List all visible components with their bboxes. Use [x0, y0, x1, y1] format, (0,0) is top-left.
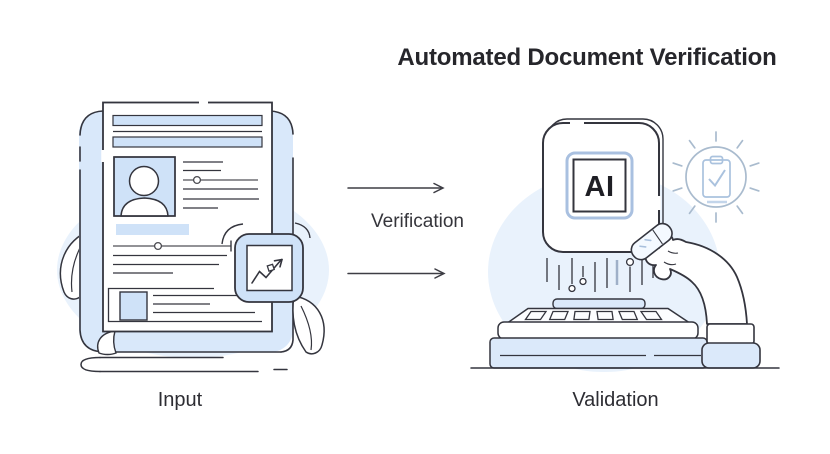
leaf-icon	[292, 295, 325, 355]
flow-arrows	[347, 182, 446, 279]
ground-line	[80, 356, 288, 373]
flow-label: Verification	[371, 211, 464, 232]
socket-platform-icon	[489, 298, 708, 369]
hand-sleeve	[701, 342, 761, 369]
text-lines	[183, 161, 259, 209]
circuit-pins-icon	[546, 257, 654, 293]
portrait-photo-icon	[113, 156, 176, 217]
arrow-right-icon	[347, 268, 446, 279]
thumb-grip	[630, 222, 673, 261]
validation-illustration: AI	[470, 118, 780, 372]
validation-stage-label: Validation	[572, 389, 659, 411]
hand-cuff	[706, 323, 755, 345]
page-title: Automated Document Verification	[397, 44, 777, 71]
arrow-right-icon	[347, 182, 445, 194]
slider-row	[113, 240, 232, 252]
field-bar	[116, 224, 189, 235]
header-bars	[112, 114, 263, 148]
ai-chip-icon: AI	[542, 118, 664, 253]
chip-label: AI	[585, 171, 615, 203]
page-curl	[97, 330, 117, 356]
gear-check-icon	[672, 131, 760, 223]
trend-up-badge-icon	[234, 233, 304, 303]
robot-hand-icon	[630, 222, 761, 369]
slider-row	[183, 175, 258, 185]
corner-arcs	[221, 222, 311, 245]
input-illustration	[57, 100, 329, 373]
input-stage-label: Input	[157, 389, 203, 411]
text-lines	[113, 254, 227, 274]
